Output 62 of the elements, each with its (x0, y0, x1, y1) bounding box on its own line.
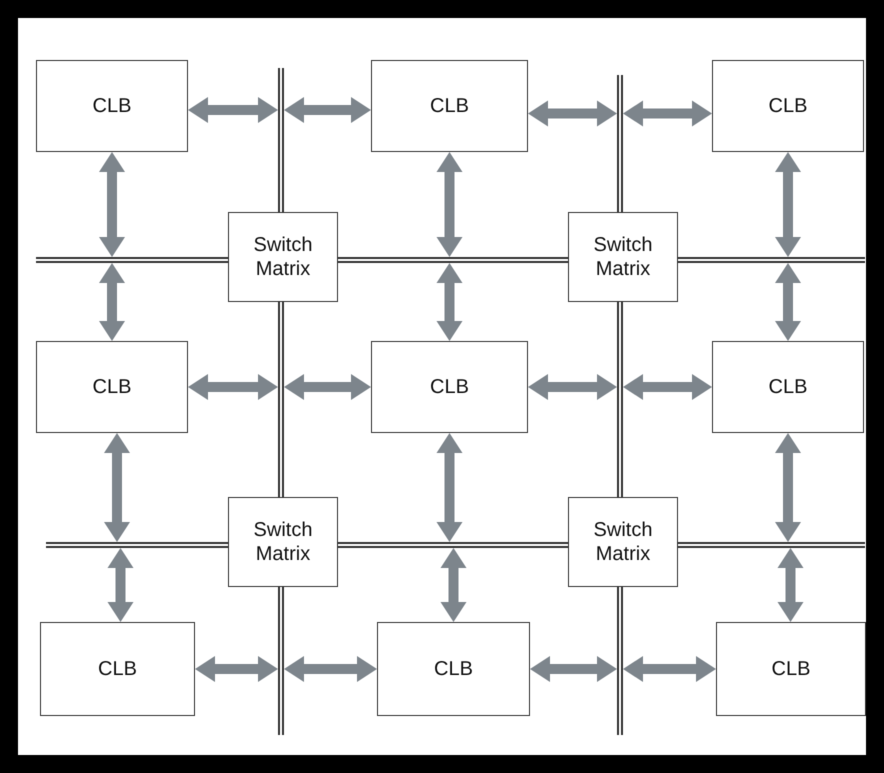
double-arrow (436, 152, 462, 257)
double-arrow (188, 97, 278, 123)
node-label: Switch Matrix (252, 233, 314, 281)
routing-channel (338, 257, 568, 263)
double-arrow (188, 374, 278, 400)
block-box (371, 60, 528, 152)
double-arrow (775, 433, 801, 542)
switch-box (568, 497, 678, 587)
node-label: CLB (772, 657, 810, 681)
switch-box (568, 212, 678, 302)
routing-channel (617, 587, 623, 735)
double-arrow (528, 374, 617, 400)
double-arrow (284, 374, 371, 400)
routing-channel (278, 68, 284, 212)
double-arrow (440, 548, 466, 622)
node-label: CLB (434, 657, 473, 681)
routing-channel (617, 302, 623, 497)
double-arrow (436, 433, 462, 542)
routing-channel (678, 257, 865, 263)
double-arrow (775, 263, 801, 341)
double-arrow (778, 548, 804, 622)
node-label: CLB (98, 657, 137, 681)
double-arrow (108, 548, 134, 622)
node-label: CLB (92, 375, 132, 399)
block-box (36, 60, 188, 152)
double-arrow (623, 656, 716, 682)
double-arrow (195, 656, 278, 682)
routing-channel (46, 542, 228, 548)
node-label: CLB (768, 94, 808, 118)
switch-box (228, 212, 338, 302)
node-label: CLB (768, 375, 808, 399)
node-label: CLB (430, 94, 469, 118)
switch-box (228, 497, 338, 587)
double-arrow (99, 152, 125, 257)
node-label: Switch Matrix (592, 518, 654, 566)
double-arrow (530, 656, 617, 682)
double-arrow (104, 433, 130, 542)
routing-channel (678, 542, 865, 548)
double-arrow (284, 97, 371, 123)
node-label: CLB (430, 375, 469, 399)
routing-channel (617, 75, 623, 212)
block-box (36, 341, 188, 433)
node-label: Switch Matrix (592, 233, 654, 281)
block-box (377, 622, 530, 716)
double-arrow (436, 263, 462, 341)
routing-channel (278, 302, 284, 497)
routing-channel (338, 542, 568, 548)
block-box (371, 341, 528, 433)
double-arrow (284, 656, 377, 682)
block-box (712, 341, 864, 433)
block-box (712, 60, 864, 152)
block-box (716, 622, 866, 716)
double-arrow (528, 100, 617, 126)
routing-channel (278, 587, 284, 735)
node-label: CLB (92, 94, 132, 118)
node-label: Switch Matrix (252, 518, 314, 566)
double-arrow (623, 100, 712, 126)
double-arrow (99, 263, 125, 341)
block-box (40, 622, 195, 716)
routing-channel (36, 257, 228, 263)
double-arrow (623, 374, 712, 400)
double-arrow (775, 152, 801, 257)
